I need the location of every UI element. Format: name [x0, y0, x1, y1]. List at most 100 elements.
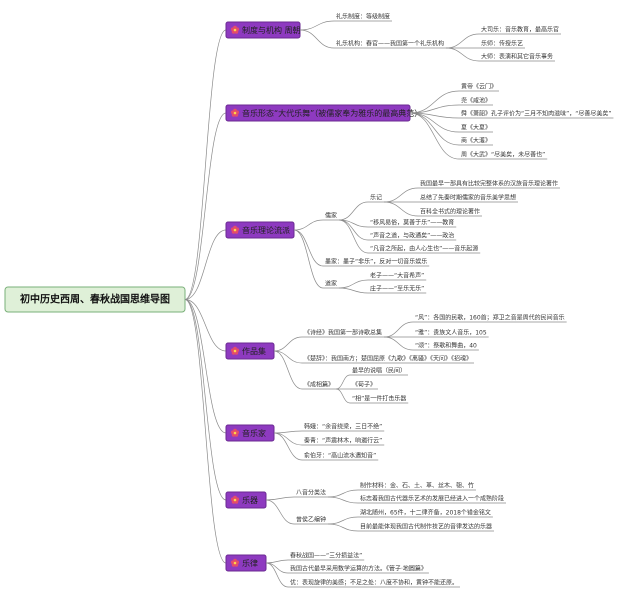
- sub-item-label: 制作材料：金、石、土、革、丝木、匏、竹: [360, 482, 474, 490]
- sub-item-label: 目前最能体现我国古代制作技艺的音律发达的乐器: [360, 523, 492, 531]
- connector-line: [446, 47, 480, 62]
- item-label: 道家: [325, 280, 337, 288]
- item-label: 黄帝《云门》: [461, 83, 497, 91]
- item-label: 舜《萧韶》孔子评价为“三月不知肉滋味”，“尽善尽美矣”: [461, 110, 611, 118]
- item-label: 《成相篇》: [304, 381, 334, 389]
- connector-line: [184, 299, 227, 434]
- connector-line: [328, 489, 359, 498]
- sub-item-label: 《荀子》: [352, 381, 376, 389]
- branch-label: 制度与机构 周朝: [242, 25, 301, 35]
- connector-line: [273, 430, 303, 434]
- connector-line: [184, 112, 227, 300]
- connector-line: [273, 432, 303, 446]
- sub-item-label: “声音之道，与政通矣”——政治: [370, 232, 454, 240]
- branch-node-0[interactable]: 制度与机构 周朝: [225, 21, 301, 39]
- flower-icon: [230, 558, 240, 567]
- branch-label: 音乐理论流派: [242, 225, 290, 235]
- sub-item-label: “移风易俗，莫善于乐”——教育: [370, 219, 454, 227]
- connector-line: [265, 562, 289, 588]
- connector-line: [184, 299, 227, 352]
- flower-icon: [230, 428, 240, 437]
- item-label: 春秋战国——“三分损益法”: [290, 552, 362, 560]
- root-node[interactable]: 初中历史西周、春秋战国思维导图: [4, 286, 186, 313]
- connector-line: [265, 559, 289, 564]
- branch-label: 乐律: [242, 558, 258, 568]
- connector-line: [409, 104, 460, 114]
- branch-node-3[interactable]: 作品集: [225, 342, 275, 360]
- item-label: 《楚辞》：我国南方；楚国屈原《九歌》《离骚》《天问》《招魂》: [304, 355, 472, 363]
- connector-line: [384, 336, 414, 351]
- branch-label: 乐器: [242, 495, 258, 505]
- connector-line: [299, 29, 335, 49]
- branch-node-2[interactable]: 音乐理论流派: [225, 221, 295, 239]
- root-label: 初中历史西周、春秋战国思维导图: [20, 293, 170, 306]
- connector-line: [409, 112, 460, 160]
- item-label: 墨家：墨子“非乐”，反对一切音乐娱乐: [325, 258, 427, 266]
- connector-line: [265, 562, 289, 574]
- connector-line: [293, 229, 324, 267]
- item-label: 秦青：“声震林木，响遏行云”: [304, 437, 382, 445]
- sub-item-label: “相”是一件打击乐器: [352, 395, 406, 403]
- connector-line: [273, 336, 303, 352]
- connector-line: [338, 219, 369, 254]
- branch-label: 作品集: [242, 346, 266, 356]
- sub-item-label: 大司乐：音乐教育，最高乐官: [481, 26, 559, 34]
- connector-line: [299, 20, 335, 31]
- sub-item-label: 最早的说唱（民间）: [352, 367, 406, 375]
- connector-line: [384, 187, 419, 203]
- item-label: 商《大濩》: [461, 137, 491, 145]
- item-label: 礼乐制度：等级制度: [336, 13, 390, 21]
- sub-item-label: 乐记: [370, 195, 382, 202]
- connector-line: [293, 229, 324, 289]
- connector-line: [328, 496, 359, 504]
- connector-line: [446, 33, 480, 49]
- connector-line: [335, 374, 351, 390]
- sub-item-label: 大师：表演和其它音乐事务: [481, 53, 553, 61]
- item-label: 俞伯牙：“高山流水遇知音”: [304, 452, 376, 460]
- flower-icon: [230, 495, 240, 504]
- item-label: 优：表现旋律的美感；不足之处：八度不协和，黄钟不能还原。: [290, 579, 458, 587]
- sub-item-label: “凡音之所起，由人心生也”——音乐起源: [370, 245, 478, 253]
- connector-line: [339, 279, 369, 289]
- item-label: 夏《大夏》: [461, 124, 491, 132]
- item-label: 八音分类法: [296, 489, 326, 497]
- branch-node-4[interactable]: 音乐家: [225, 424, 275, 442]
- branch-node-1[interactable]: 音乐形态“大代乐舞”（被儒家奉为雅乐的最高典范）: [225, 104, 422, 122]
- connector-line: [409, 90, 460, 114]
- connector-line: [384, 201, 419, 217]
- branch-node-5[interactable]: 乐器: [225, 491, 267, 509]
- sub-item-label: 老子——“大音希声”: [370, 272, 424, 280]
- item-label: 我国古代最早采用数学运算的方法。《管子·地圆篇》: [290, 565, 427, 573]
- item-label: 尧《咸池》: [461, 97, 491, 105]
- connector-line: [273, 350, 303, 390]
- branch-node-6[interactable]: 乐律: [225, 554, 267, 572]
- sub-item-label: 标志着我国古代器乐艺术的发展已经进入一个成熟阶段: [360, 495, 504, 503]
- sub-item-label: “风”：各国的民歌，160首；郑卫之音是周代的民间音乐: [415, 314, 565, 322]
- flower-icon: [230, 25, 240, 34]
- connector-line: [339, 287, 369, 294]
- sub-item-label: “颂”：祭歌和舞曲，40: [415, 342, 477, 350]
- connector-line: [339, 201, 369, 221]
- connector-line: [184, 299, 227, 501]
- leaf-label: 我国最早一部具有比较完整体系的汉族音乐理论著作: [420, 180, 558, 188]
- connector-line: [265, 496, 295, 501]
- connector-line: [384, 321, 414, 338]
- item-label: 曾侯乙编钟: [296, 516, 326, 524]
- sub-item-label: “雅”：贵族文人音乐，105: [415, 329, 487, 337]
- sub-item-label: 湖北随州，65件，十二律齐备，2018个错金铭文: [360, 509, 491, 517]
- connector-line: [265, 499, 295, 525]
- leaf-label: 总结了先秦时期儒家的音乐美学思想: [420, 194, 516, 202]
- connector-line: [273, 432, 303, 461]
- flower-icon: [230, 225, 240, 234]
- item-label: 儒家: [325, 212, 337, 220]
- connector-line: [328, 516, 359, 525]
- connector-line: [335, 388, 351, 404]
- connector-line: [184, 229, 227, 300]
- connector-line: [273, 350, 303, 364]
- flower-icon: [230, 346, 240, 355]
- branch-label: 音乐家: [242, 428, 266, 438]
- item-label: 礼乐机构：春官——我国第一个礼乐机构: [336, 40, 444, 48]
- sub-item-label: 庄子——“至乐无乐”: [370, 285, 424, 293]
- sub-item-label: 乐师：传授乐艺: [481, 40, 523, 48]
